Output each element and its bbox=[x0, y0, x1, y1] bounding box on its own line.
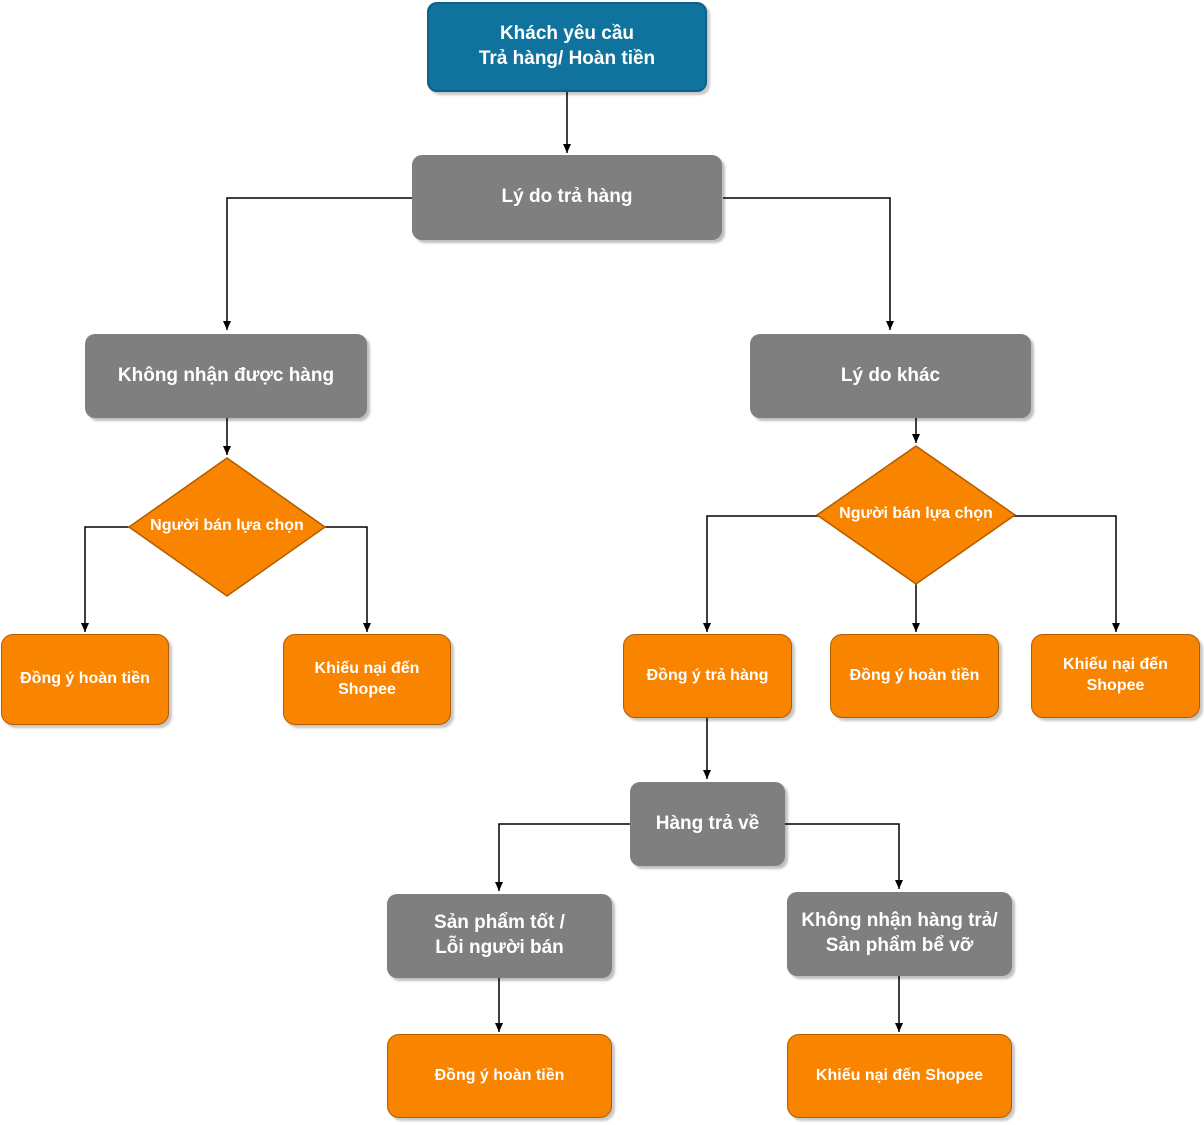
right-complaint-node: Khiếu nại đến Shopee bbox=[1031, 634, 1200, 718]
edge-reason-to-other-reason bbox=[723, 197, 894, 330]
edge-right-decision-to-complaint bbox=[1013, 515, 1120, 632]
edge-left-decision-to-refund bbox=[81, 526, 130, 632]
edge-returned-to-good-product bbox=[495, 823, 630, 891]
left-complaint-node: Khiếu nại đến Shopee bbox=[283, 634, 451, 725]
agree-return-node: Đồng ý trả hàng bbox=[623, 634, 792, 718]
left-agree-refund-node: Đồng ý hoàn tiền bbox=[1, 634, 169, 725]
final-complaint-node: Khiếu nại đến Shopee bbox=[787, 1034, 1012, 1118]
other-reason-node: Lý do khác bbox=[750, 334, 1031, 418]
decision-shapes bbox=[127, 445, 1017, 597]
right-agree-refund-node: Đồng ý hoàn tiền bbox=[830, 634, 999, 718]
return-reason-node: Lý do trả hàng bbox=[412, 155, 722, 240]
right-decision-diamond bbox=[815, 445, 1017, 585]
final-agree-refund-node: Đồng ý hoàn tiền bbox=[387, 1034, 612, 1118]
returned-goods-node: Hàng trả về bbox=[630, 782, 785, 866]
not-received-node: Không nhận được hàng bbox=[85, 334, 367, 418]
left-decision-diamond bbox=[127, 457, 327, 597]
edge-returned-to-bad-product bbox=[785, 823, 903, 889]
edge-reason-to-not-received bbox=[223, 197, 413, 330]
good-product-node: Sản phẩm tốt / Lỗi người bán bbox=[387, 894, 612, 978]
bad-product-node: Không nhận hàng trả/ Sản phẩm bể vỡ bbox=[787, 892, 1012, 976]
start-node: Khách yêu cầu Trả hàng/ Hoàn tiền bbox=[427, 2, 707, 92]
edge-left-decision-to-complaint bbox=[322, 526, 371, 632]
edge-right-decision-to-accept-return bbox=[703, 515, 820, 632]
left-decision-label: Người bán lựa chọn bbox=[150, 517, 304, 534]
right-decision-label: Người bán lựa chọn bbox=[839, 505, 993, 522]
